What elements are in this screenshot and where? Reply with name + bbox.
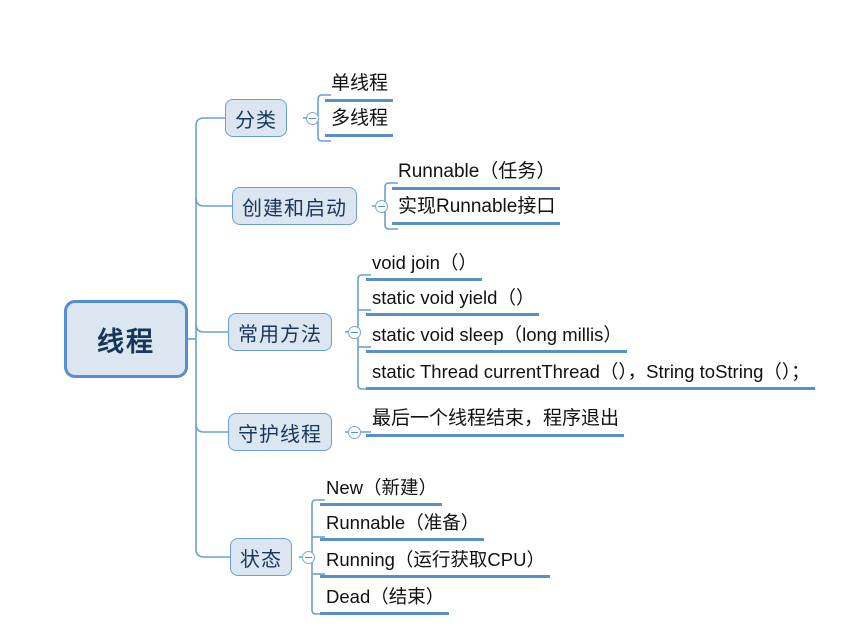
branch-node-label: 分类 [235, 109, 277, 132]
branch-node-label: 守护线程 [238, 423, 322, 446]
leaf-label: Running（运行获取CPU） [326, 549, 545, 570]
root-node[interactable]: 线程 [64, 300, 188, 378]
collapse-toggle-daemon-thread[interactable] [348, 426, 361, 439]
leaf-item[interactable]: static void yield（） [366, 284, 540, 316]
branch-node-label: 常用方法 [238, 323, 322, 346]
leaf-label: 单线程 [331, 73, 389, 94]
branch-node-label: 状态 [240, 548, 282, 571]
branch-node-label: 创建和启动 [242, 197, 347, 220]
leaf-label: 多线程 [331, 108, 389, 129]
collapse-toggle-states[interactable] [302, 551, 315, 564]
branch-node-classification[interactable]: 分类 [225, 99, 287, 137]
branch-node-states[interactable]: 状态 [230, 538, 292, 576]
leaf-label: static Thread currentThread（），String toS… [372, 361, 810, 382]
leaf-item[interactable]: static Thread currentThread（），String toS… [366, 358, 815, 390]
leaf-label: New（新建） [326, 477, 438, 498]
leaf-label: Dead（结束） [326, 586, 445, 607]
leaf-label: Runnable（任务） [398, 161, 556, 182]
collapse-toggle-classification[interactable] [306, 112, 319, 125]
leaf-item[interactable]: Dead（结束） [320, 583, 450, 615]
leaf-label: static void sleep（long millis） [372, 324, 622, 345]
leaf-item[interactable]: 最后一个线程结束，程序退出 [366, 405, 625, 437]
branch-node-common-methods[interactable]: 常用方法 [228, 313, 332, 351]
leaf-label: Runnable（准备） [326, 512, 480, 533]
leaf-item[interactable]: 单线程 [325, 70, 394, 102]
leaf-item[interactable]: Runnable（任务） [392, 158, 561, 190]
branch-node-daemon-thread[interactable]: 守护线程 [228, 413, 332, 451]
leaf-label: void join（） [372, 252, 477, 273]
leaf-item[interactable]: 实现Runnable接口 [392, 193, 561, 225]
leaf-item[interactable]: New（新建） [320, 474, 443, 506]
leaf-label: 最后一个线程结束，程序退出 [372, 408, 620, 429]
leaf-item[interactable]: Running（运行获取CPU） [320, 546, 550, 578]
leaf-label: static void yield（） [372, 287, 535, 308]
branch-node-create-and-start[interactable]: 创建和启动 [232, 187, 357, 225]
collapse-toggle-create-and-start[interactable] [375, 200, 388, 213]
collapse-toggle-common-methods[interactable] [348, 326, 361, 339]
leaf-item[interactable]: void join（） [366, 249, 482, 281]
leaf-item[interactable]: 多线程 [325, 105, 394, 137]
leaf-item[interactable]: static void sleep（long millis） [366, 321, 627, 353]
leaf-item[interactable]: Runnable（准备） [320, 509, 485, 541]
leaf-label: 实现Runnable接口 [398, 196, 556, 217]
root-node-label: 线程 [97, 326, 155, 357]
